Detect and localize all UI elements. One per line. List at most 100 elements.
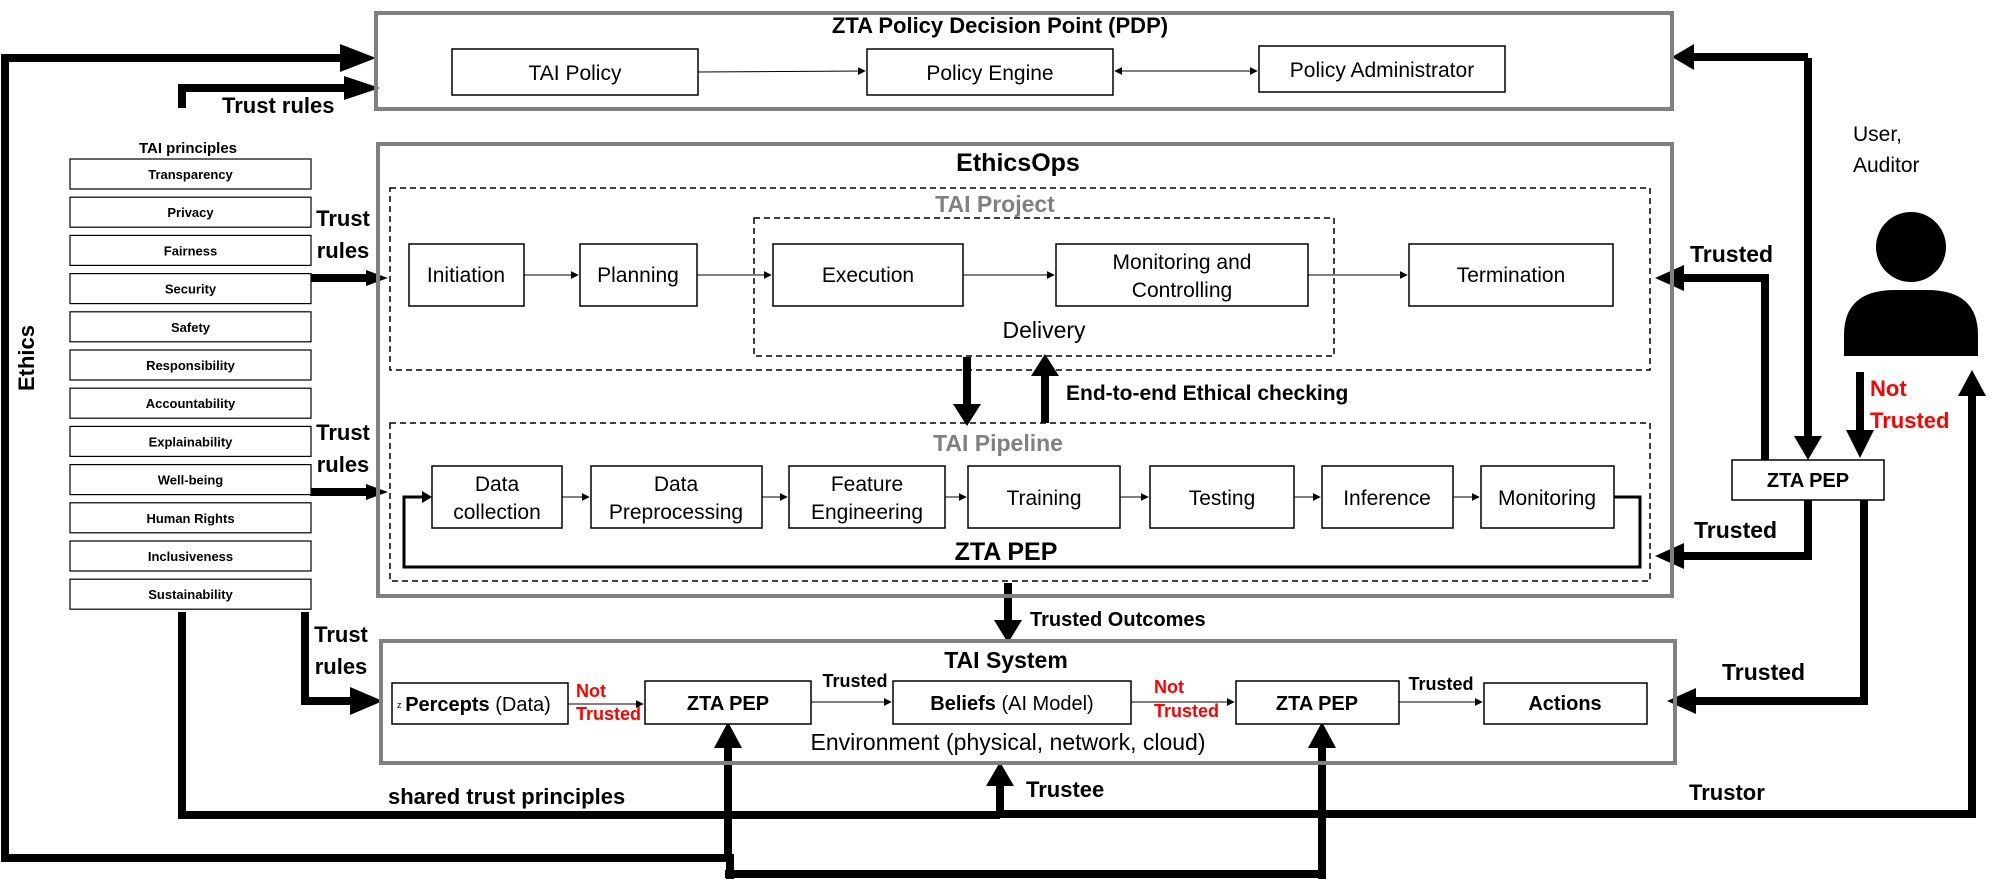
trusted-2-label: Trusted xyxy=(1408,674,1473,694)
principle-label-human-rights: Human Rights xyxy=(146,511,234,526)
execution-label: Execution xyxy=(822,264,914,287)
trusted-pipeline-arrowhead xyxy=(1655,543,1684,569)
principle-box-sustainability xyxy=(69,578,312,610)
policy-engine-label: Policy Engine xyxy=(926,62,1053,85)
zta-pep-2-box xyxy=(1235,680,1400,725)
tai-system-frame xyxy=(379,639,1677,765)
trust-rules-1-line2: rules xyxy=(317,238,370,263)
right-zta-pep-box xyxy=(1731,459,1885,501)
trust-rules-1-line1: Trust xyxy=(316,206,370,231)
zta-pep-1-box xyxy=(644,680,812,725)
pdp-to-pep-arrowhead xyxy=(1794,436,1822,460)
trusted-1-label: Trusted xyxy=(822,671,887,691)
principle-box-accountability xyxy=(69,387,312,419)
zta-pep-2-label: ZTA PEP xyxy=(1276,693,1358,715)
environment-label: Environment (physical, network, cloud) xyxy=(811,729,1206,755)
pep2-feed-arrowhead xyxy=(1308,722,1336,748)
thick-flow-lines xyxy=(1,53,1976,879)
pdp-frame xyxy=(374,11,1674,111)
principle-box-human-rights xyxy=(69,502,312,534)
principle-box-security xyxy=(69,273,312,305)
principle-box-inclusiveness xyxy=(69,540,312,572)
monitoring-controlling-box xyxy=(1055,243,1309,307)
shared-trust-principles-label: shared trust principles xyxy=(388,784,625,809)
principle-label-transparency: Transparency xyxy=(148,167,233,182)
ethics-arrowhead xyxy=(340,44,376,72)
trustor-line xyxy=(996,392,1976,818)
user-icon xyxy=(1844,212,1978,356)
trustee-label: Trustee xyxy=(1026,777,1104,802)
ethics-label: Ethics xyxy=(14,325,39,391)
principles-list: TransparencyPrivacyFairnessSecuritySafet… xyxy=(69,158,312,610)
pipeline-feedback-loop xyxy=(402,495,1642,569)
pipeline-zta-pep-label: ZTA PEP xyxy=(955,538,1058,566)
delivery-label: Delivery xyxy=(1002,317,1086,343)
trustee-arrowhead xyxy=(986,762,1014,786)
training-label: Training xyxy=(1006,487,1081,510)
principle-box-responsibility xyxy=(69,349,312,381)
data-collection-line2: collection xyxy=(453,501,541,524)
policy-to-engine-arrow xyxy=(697,67,866,76)
data-preprocessing-line1: Data xyxy=(654,473,699,496)
delivery-frame xyxy=(753,217,1335,357)
trusted-system-label: Trusted xyxy=(1722,659,1805,685)
tai-pipeline-title: TAI Pipeline xyxy=(933,430,1063,456)
ethics-loop-bottom-line xyxy=(725,870,1326,879)
trusted-outcomes-arrowhead xyxy=(994,620,1022,643)
not-trusted-1-line1: Not xyxy=(576,681,606,701)
e2e-checking-label: End-to-end Ethical checking xyxy=(1066,382,1348,405)
pdp-title: ZTA Policy Decision Point (PDP) xyxy=(832,13,1168,38)
trusted-project-arrowhead xyxy=(1655,265,1684,291)
feature-engineering-box xyxy=(788,465,946,529)
principle-box-privacy xyxy=(69,196,312,228)
principle-label-sustainability: Sustainability xyxy=(148,587,233,602)
training-box xyxy=(967,465,1121,529)
percepts-label: Percepts (Data) xyxy=(405,694,551,716)
user-label-line2: Auditor xyxy=(1853,154,1920,177)
pep-trusted-project-line xyxy=(1676,274,1769,460)
ethicsops-frame xyxy=(376,142,1674,598)
planning-label: Planning xyxy=(597,264,679,287)
tai-policy-box xyxy=(451,48,699,96)
testing-label: Testing xyxy=(1189,487,1256,510)
pep-trusted-pipeline-line xyxy=(1676,500,1812,560)
policy-administrator-box xyxy=(1258,45,1506,93)
monitoring-box xyxy=(1480,465,1615,529)
principle-label-inclusiveness: Inclusiveness xyxy=(148,549,233,564)
beliefs-rest-label: (AI Model) xyxy=(996,693,1094,715)
monitoring-label: Monitoring xyxy=(1498,487,1596,510)
trusted-project-label: Trusted xyxy=(1690,241,1773,267)
principle-box-explainability xyxy=(69,425,312,457)
principle-box-safety xyxy=(69,311,312,343)
data-preprocessing-line2: Preprocessing xyxy=(609,501,743,524)
principle-label-fairness: Fairness xyxy=(164,243,217,258)
not-trusted-2-line2: Trusted xyxy=(1154,701,1219,721)
trust-rules-system-line xyxy=(301,612,356,705)
inference-label: Inference xyxy=(1343,487,1431,510)
actions-box xyxy=(1483,682,1648,725)
beliefs-label: Beliefs (AI Model) xyxy=(930,693,1093,715)
pep-to-pdp-arrowhead xyxy=(1672,44,1694,70)
percepts-mark: z xyxy=(397,700,402,710)
trust-rules-top-label: Trust rules xyxy=(222,93,334,118)
trust-rules-system-arrowhead xyxy=(350,687,383,715)
initiation-label: Initiation xyxy=(427,264,505,287)
principle-box-fairness xyxy=(69,234,312,266)
user-label-line1: User, xyxy=(1853,123,1902,146)
actions-label: Actions xyxy=(1528,693,1601,715)
trusted-outcomes-label: Trusted Outcomes xyxy=(1030,609,1206,631)
trustor-label: Trustor xyxy=(1689,780,1765,805)
not-trusted-1-line2: Trusted xyxy=(576,704,641,724)
thick-arrowheads xyxy=(340,44,1986,786)
feature-engineering-line1: Feature xyxy=(831,473,903,496)
principle-label-responsibility: Responsibility xyxy=(146,358,236,373)
principle-label-security: Security xyxy=(165,282,217,297)
execution-box xyxy=(772,243,964,307)
principle-label-well-being: Well-being xyxy=(158,473,224,488)
tai-project-frame xyxy=(389,187,1651,371)
zta-pep-1-label: ZTA PEP xyxy=(687,693,769,715)
testing-box xyxy=(1149,465,1295,529)
pep-trusted-system-line xyxy=(1690,500,1868,705)
